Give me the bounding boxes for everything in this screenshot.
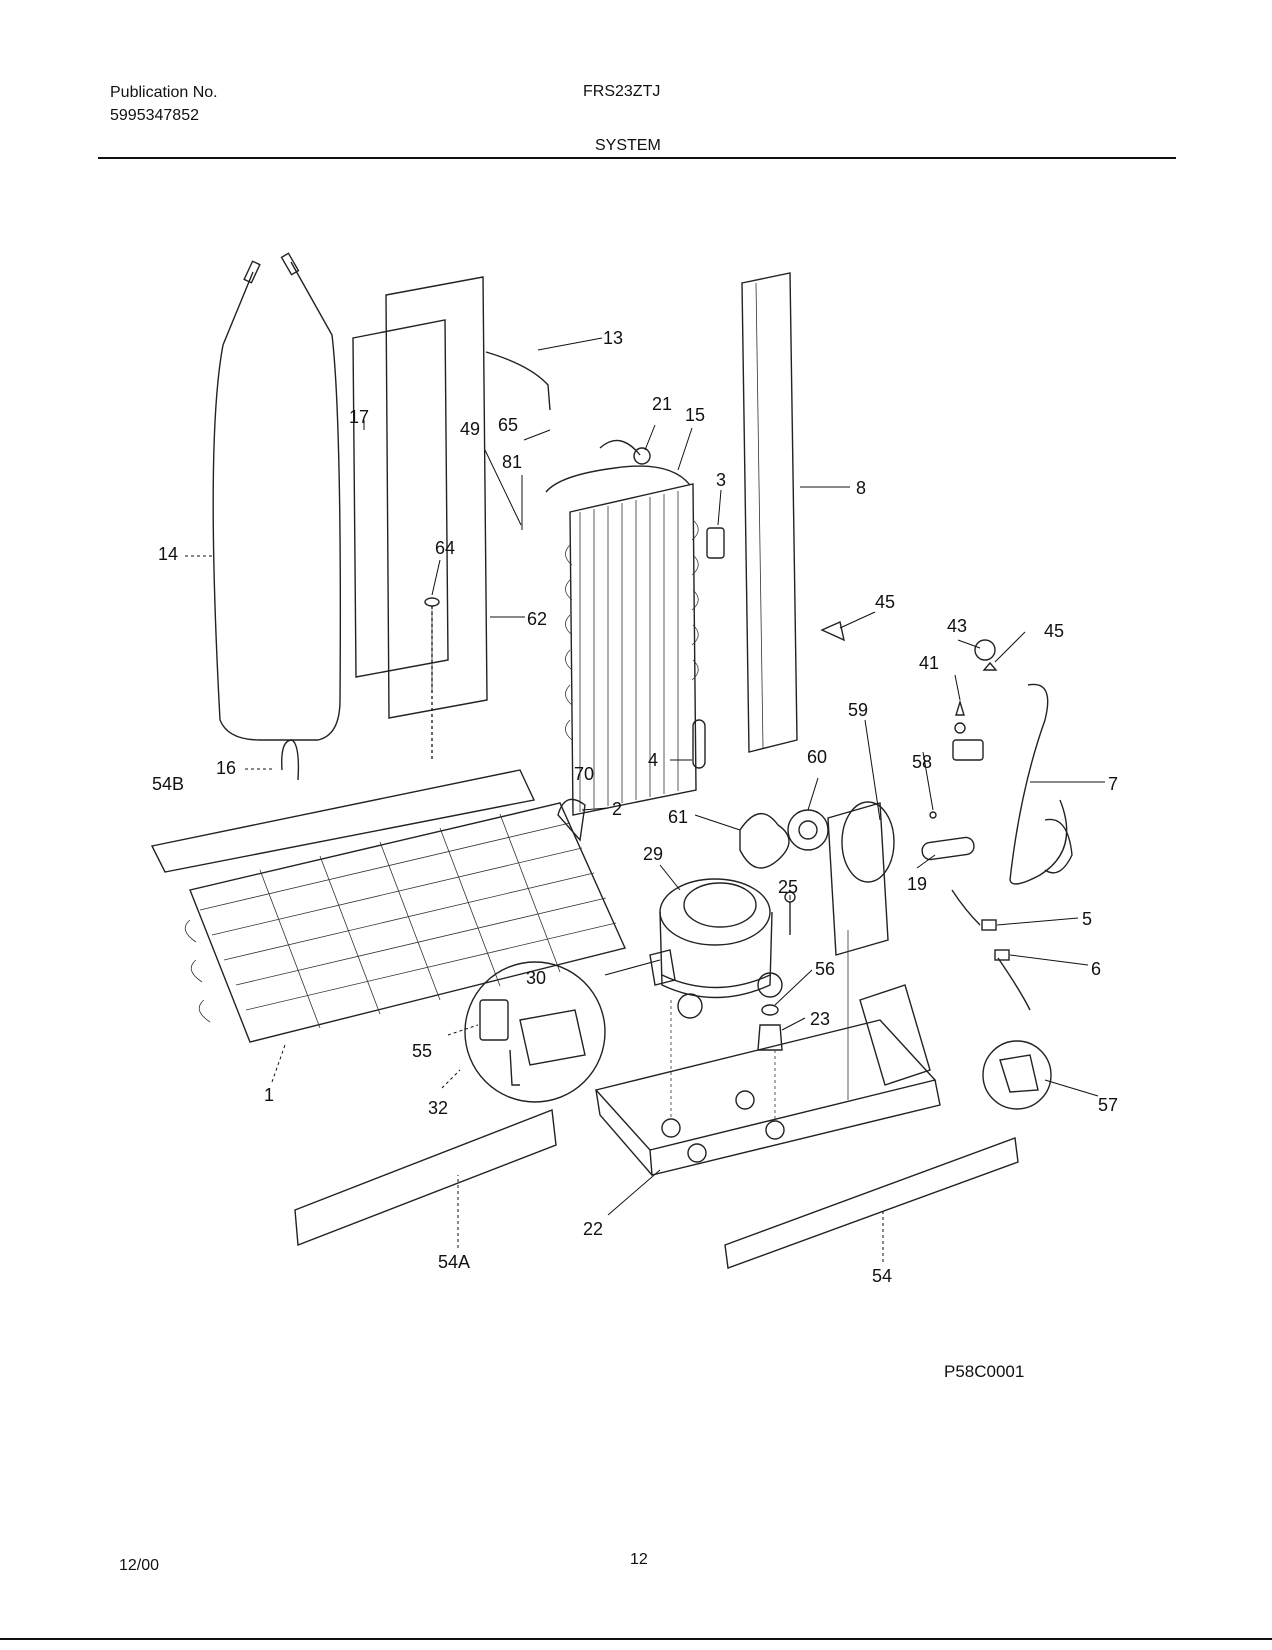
callout-30: 30: [526, 968, 546, 988]
callout-16: 16: [216, 758, 236, 778]
callout-58: 58: [912, 752, 932, 772]
header-rule: [98, 157, 1176, 159]
callout-3: 3: [716, 470, 726, 490]
callout-8: 8: [856, 478, 866, 498]
part-drier: [692, 719, 706, 769]
callout-70: 70: [574, 764, 594, 784]
part-mount-bolt: [784, 891, 796, 935]
callout-22: 22: [583, 1219, 603, 1239]
callout-29: 29: [643, 844, 663, 864]
part-clamp: [281, 739, 300, 781]
part-condenser-coil: [545, 465, 699, 816]
callout-64: 64: [435, 538, 455, 558]
callout-5: 5: [1082, 909, 1092, 929]
part-capillary-tube: [485, 351, 551, 411]
callout-54: 54: [872, 1266, 892, 1286]
callout-6: 6: [1091, 959, 1101, 979]
part-rail-left: [294, 1109, 557, 1246]
footer-date: 12/00: [119, 1557, 160, 1574]
callout-55: 55: [412, 1041, 432, 1061]
callout-14: 14: [158, 544, 178, 564]
callout-81: 81: [502, 452, 522, 472]
callout-54a: 54A: [438, 1252, 470, 1272]
part-side-panel: [150, 769, 536, 873]
callout-13: 13: [603, 328, 623, 348]
callout-41: 41: [919, 653, 939, 673]
part-compressor: [649, 878, 783, 1019]
callout-62: 62: [527, 609, 547, 629]
callout-7: 7: [1108, 774, 1118, 794]
footer-rule: [0, 1638, 1272, 1640]
callout-56: 56: [815, 959, 835, 979]
part-relay-detail: [464, 959, 661, 1103]
part-fan-assembly: [739, 809, 829, 869]
part-thermistor: [599, 439, 651, 465]
diagram-code: P58C0001: [944, 1362, 1025, 1381]
callout-32: 32: [428, 1098, 448, 1118]
part-grommets: [757, 1004, 783, 1051]
part-cover-panels: [352, 276, 488, 719]
publication-label: Publication No.: [110, 84, 218, 101]
part-bracket: [557, 798, 586, 842]
callout-54b: 54B: [152, 774, 184, 794]
page-number: 12: [630, 1551, 648, 1568]
part-harness: [951, 889, 1031, 1011]
callout-25: 25: [778, 877, 798, 897]
part-fasteners: [820, 621, 998, 819]
part-channel: [741, 272, 798, 753]
part-rail-right: [724, 1137, 1019, 1269]
callout-45b: 45: [1044, 621, 1064, 641]
part-power-cord: [952, 683, 1073, 885]
callout-65: 65: [498, 415, 518, 435]
part-overload-detail: [982, 1040, 1052, 1110]
callout-2: 2: [612, 799, 622, 819]
callout-57: 57: [1098, 1095, 1118, 1115]
callout-21: 21: [652, 394, 672, 414]
part-tubing-loop: [212, 252, 342, 741]
part-fan-bracket: [827, 801, 895, 956]
section-title: SYSTEM: [595, 137, 661, 154]
callout-4: 4: [648, 750, 658, 770]
callout-45a: 45: [875, 592, 895, 612]
model-number: FRS23ZTJ: [583, 83, 661, 100]
callout-60: 60: [807, 747, 827, 767]
callout-23: 23: [810, 1009, 830, 1029]
callout-61: 61: [668, 807, 688, 827]
callout-17: 17: [349, 407, 369, 427]
part-clip: [706, 527, 725, 559]
callout-19: 19: [907, 874, 927, 894]
part-tube: [921, 836, 975, 861]
callout-labels: 13 17 49 65 81 21 15 3 8 14 64 62 45 43 …: [152, 328, 1118, 1286]
callout-59: 59: [848, 700, 868, 720]
part-evaporator-coil: [184, 802, 626, 1043]
callout-1: 1: [264, 1085, 274, 1105]
part-base-pan: [594, 930, 941, 1176]
part-bolt: [424, 597, 440, 760]
publication-number: 5995347852: [110, 107, 199, 124]
callout-15: 15: [685, 405, 705, 425]
callout-49: 49: [460, 419, 480, 439]
callout-43: 43: [947, 616, 967, 636]
leader-lines: [185, 337, 1105, 1262]
